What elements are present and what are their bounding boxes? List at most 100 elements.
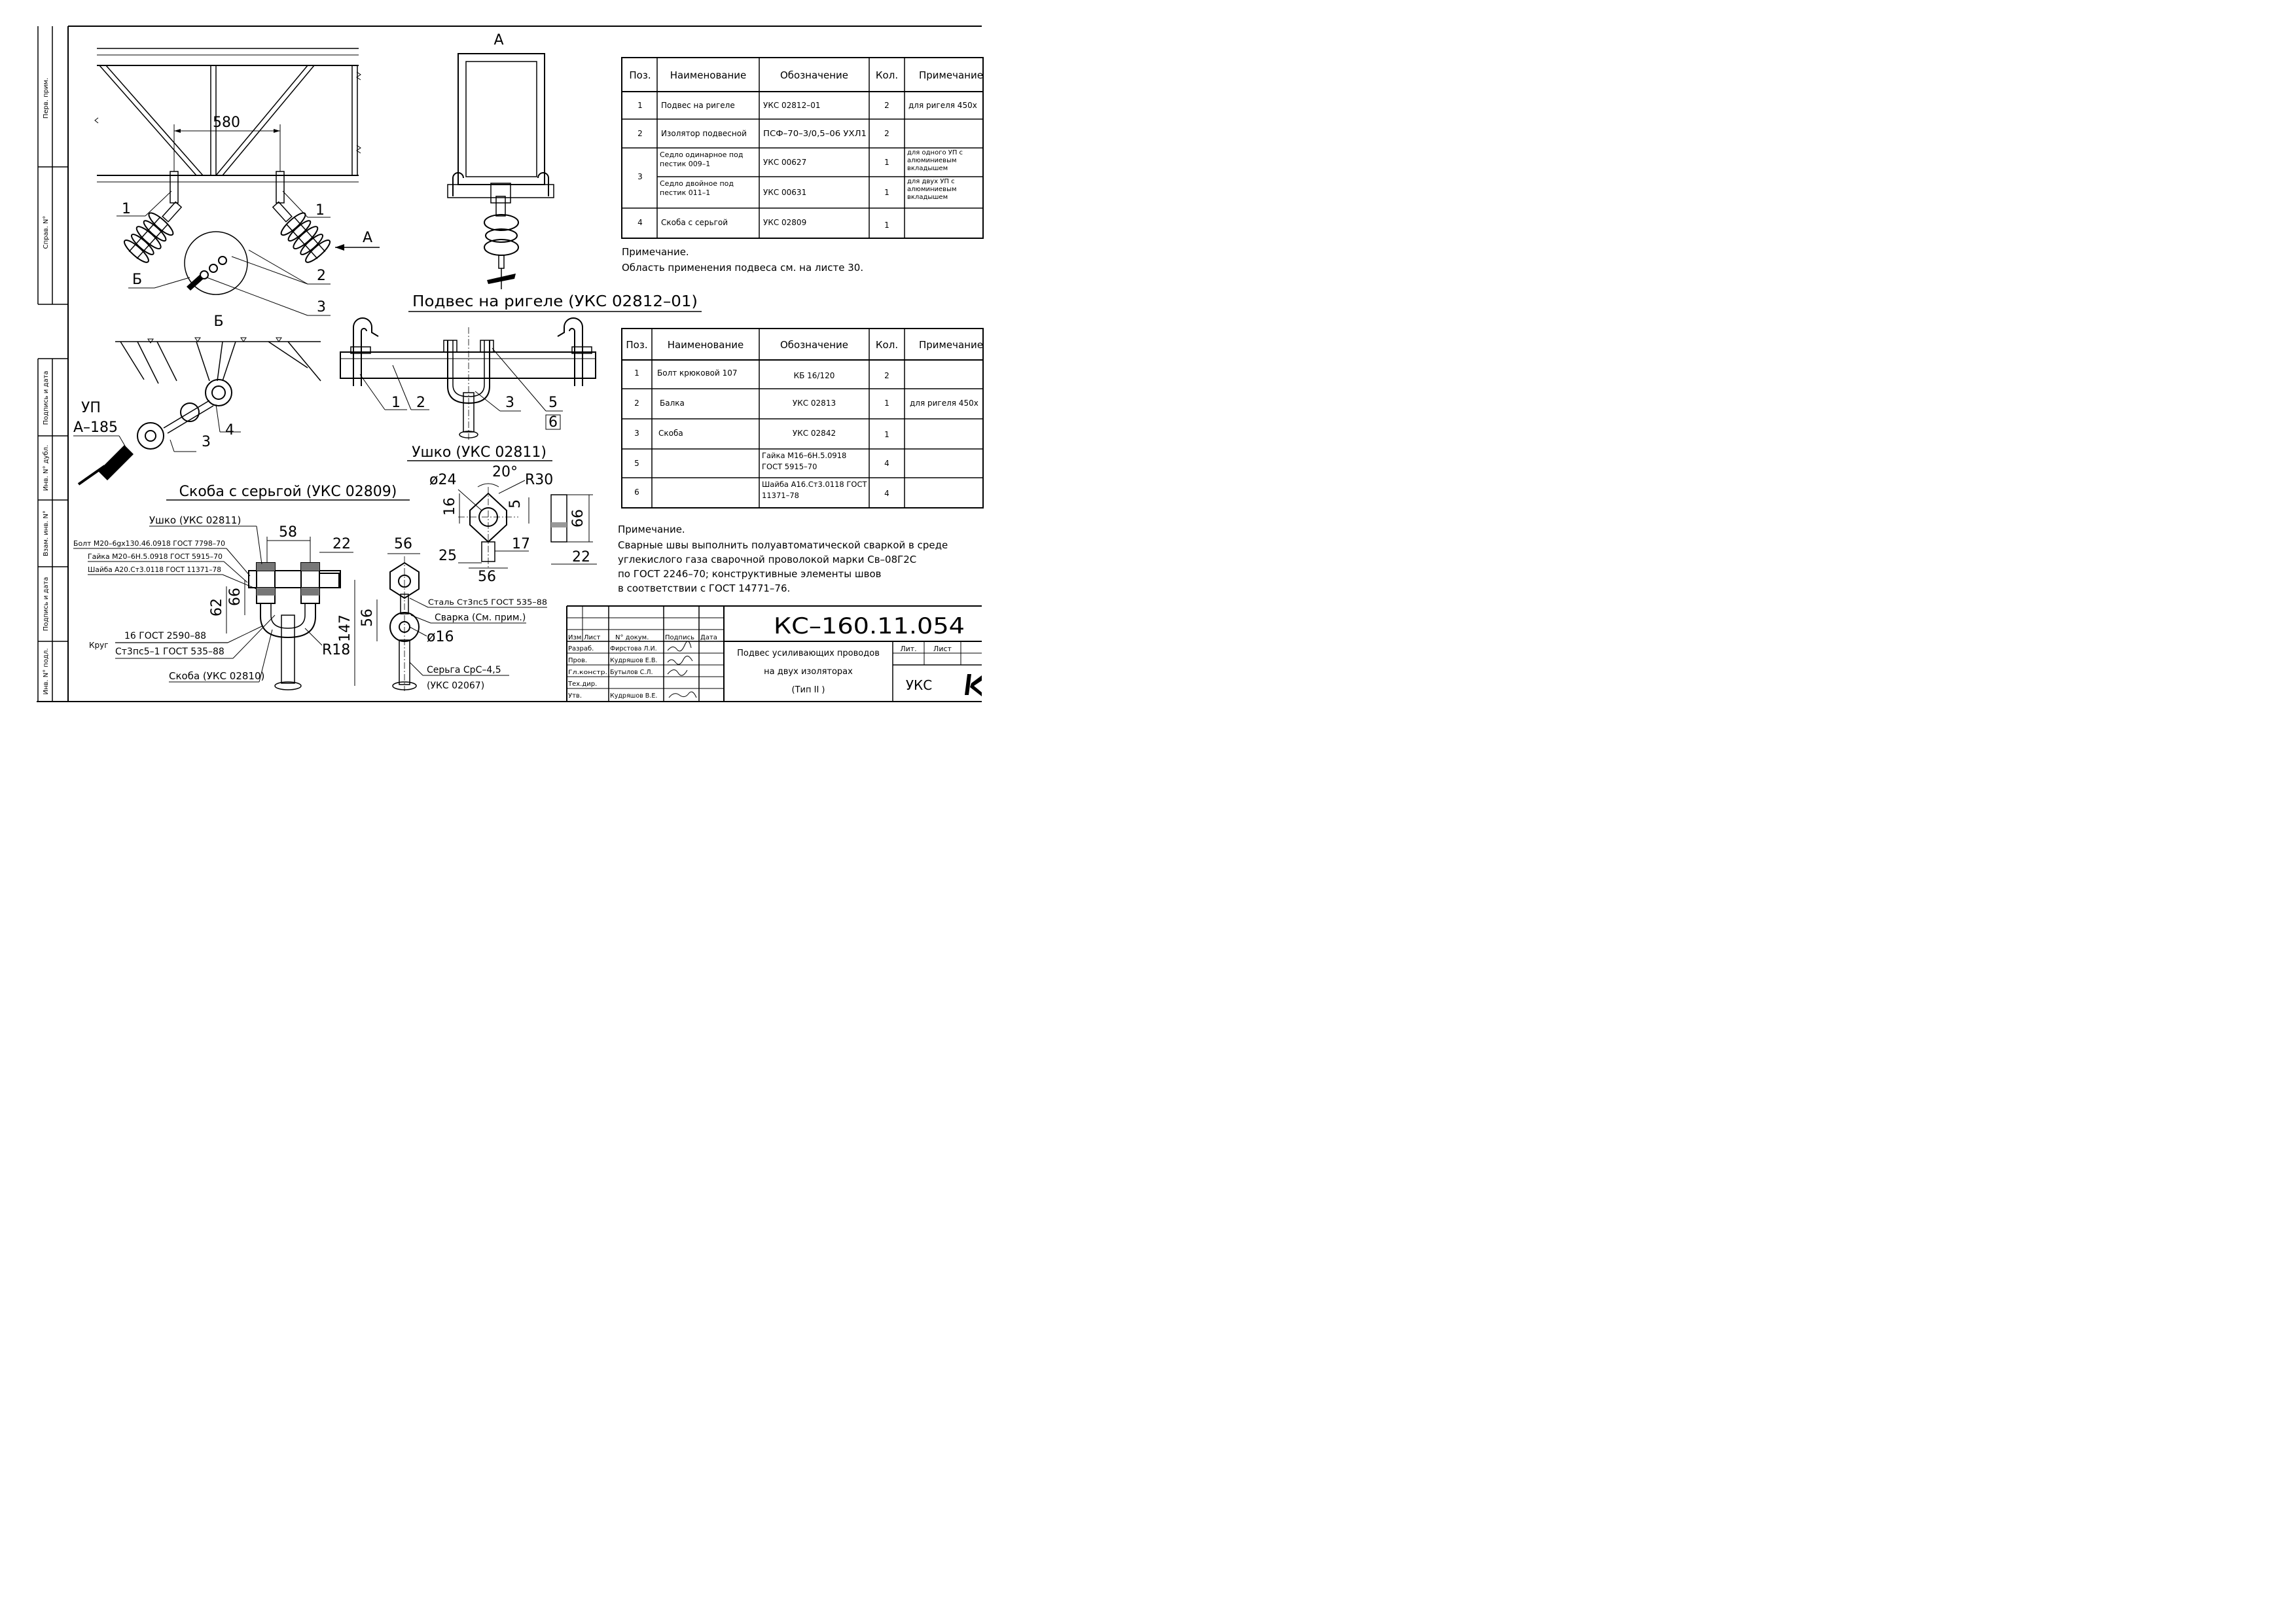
t1-r3-code: УКС 00627: [763, 158, 806, 167]
wire-clamp: [187, 275, 204, 291]
signature-2: [667, 656, 693, 665]
skoba-dim-56-side: 56: [359, 609, 376, 627]
podves-detail: [340, 317, 596, 441]
ushko-dim-d16: 16: [442, 497, 458, 516]
skoba-hatch-2: [301, 563, 319, 571]
tb-person-1: Фирстова Л.И.: [610, 645, 657, 652]
t1-r1-note: для ригеля 450х: [908, 101, 977, 110]
tb-role-3: Гл.констр.: [568, 669, 607, 676]
t2-r3-pos: 3: [634, 429, 639, 438]
note2-line-4: в соответствии с ГОСТ 14771–76.: [618, 582, 790, 594]
t1-r3-note: для одного УП с алюминиевым вкладышем: [907, 149, 963, 172]
t2-r6-code: Шайба А16.Ст3.0118 ГОСТ 11371–78: [762, 480, 867, 500]
doc-name-line-2: на двух изоляторах: [764, 667, 853, 677]
skoba-dim-147: 147: [337, 615, 353, 642]
skoba-hatch-1: [257, 563, 275, 571]
t1-r1-pos: 1: [637, 101, 643, 110]
skoba-hatch-4: [301, 588, 319, 596]
skoba-dim-58: 58: [279, 524, 297, 541]
t1-r4-note: для двух УП с алюминиевым вкладышем: [907, 178, 957, 201]
lit-label: Лит.: [900, 645, 916, 653]
t2-r2-name: Балка: [660, 399, 685, 408]
ushko-title: Ушко (УКС 02811): [412, 444, 547, 461]
detail-b: Б: [77, 313, 321, 486]
tb-role-5: Утв.: [568, 692, 582, 700]
side-stamps: Перв. прим. Справ. N° Подпись и дата Инв…: [43, 78, 50, 695]
ushko-dims: ø24 20° R30 16 5 25 17 56 66 22: [429, 464, 597, 585]
doc-name-line-1: Подвес усиливающих проводов: [737, 649, 880, 658]
t1-header-note: Примечание: [919, 69, 983, 81]
podves-callout-2: 2: [416, 395, 425, 411]
t1-r1-qty: 2: [884, 101, 889, 110]
tb-head-date: Дата: [700, 634, 717, 641]
drawing-frame: [37, 26, 982, 702]
tb-person-3: Бутылов С.Л.: [610, 669, 653, 676]
note2-line-3: по ГОСТ 2246–70; конструктивные элементы…: [618, 568, 882, 580]
t1-r3-note-box: для одного УП с алюминиевым вкладышем: [907, 149, 963, 172]
note1-text: Область применения подвеса см. на листе …: [622, 262, 863, 274]
skoba-ushko-ref: Ушко (УКС 02811): [149, 514, 241, 526]
technical-drawing: Перв. прим. Справ. N° Подпись и дата Инв…: [37, 26, 984, 702]
t2-header-note: Примечание: [919, 339, 983, 351]
ushko-dim-d24: ø24: [429, 472, 456, 488]
skoba-title: Скоба с серьгой (УКС 02809): [179, 484, 397, 500]
skoba-washer: Шайба А20.Ст3.0118 ГОСТ 11371–78: [88, 566, 221, 574]
t1-header-code: Обозначение: [780, 69, 848, 81]
t1-r5-qty: 1: [884, 221, 889, 230]
tb-head-list: Лист: [584, 634, 601, 641]
note2-line-2: углекислого газа сварочной проволокой ма…: [618, 554, 916, 565]
skoba-detail: [248, 556, 420, 691]
ushko-dim-d5: 5: [507, 499, 524, 508]
skoba-dim-22: 22: [332, 536, 351, 552]
sheet-label: Лист: [933, 645, 952, 653]
ushko-dim-r30: R30: [525, 472, 553, 488]
stamp-podpis-1: Подпись и дата: [43, 371, 50, 425]
t2-r2-code: УКС 02813: [793, 399, 836, 408]
t1-r2-pos: 2: [637, 129, 643, 138]
skoba-krug-line1: 16 ГОСТ 2590–88: [124, 631, 206, 641]
main-callouts: 1 1 2 3 Б А: [117, 190, 380, 316]
t2-r5-code: Гайка М16–6Н.5.0918 ГОСТ 5915–70: [762, 451, 847, 471]
note2-title: Примечание.: [618, 524, 685, 535]
view-a: А: [447, 32, 554, 289]
skoba-serga: Серьга СрС–4,5: [427, 665, 501, 675]
podves-callout-5: 5: [548, 395, 558, 411]
title-block: Изм Лист N° докум. Подпись Дата Разраб. …: [566, 605, 982, 702]
ushko-side-hatch: [551, 522, 567, 527]
t2-r6-pos: 6: [634, 488, 639, 497]
skoba-steel: Сталь Ст3пс5 ГОСТ 535–88: [428, 597, 547, 607]
t1-r3-name: Седло одинарное под пестик 009–1: [660, 151, 744, 168]
doc-name-line-3: (Тип II ): [792, 685, 825, 695]
t1-r3-qty: 1: [884, 158, 889, 167]
t2-r2-pos: 2: [634, 399, 639, 408]
t1-header-name: Наименование: [670, 69, 747, 81]
skoba-ref: Скоба (УКС 02810): [169, 670, 264, 682]
podves-callout-1: 1: [391, 395, 401, 411]
t2-header-pos: Поз.: [626, 339, 647, 351]
t2-header-qty: Кол.: [876, 339, 898, 351]
t1-r2-code: ПСФ–70–3/0,5–06 УХЛ1: [763, 129, 867, 138]
t1-r4-name-box: Седло двойное под пестик 011–1: [660, 179, 734, 197]
t1-r4-name: Седло двойное под пестик 011–1: [660, 179, 734, 197]
skoba-serga-code: (УКС 02067): [427, 681, 484, 691]
callout-2: 2: [317, 268, 326, 284]
note2: Примечание. Сварные швы выполнить полуав…: [618, 524, 948, 594]
t1-r3-pos: 3: [637, 172, 643, 181]
tb-person-2: Кудряшов Е.В.: [610, 657, 657, 664]
skoba-dim-56-top: 56: [394, 536, 412, 552]
view-a-label: А: [493, 32, 503, 48]
ushko-dim-d17: 17: [512, 536, 530, 552]
skoba-dims: 58 22 66 62 147 R18 56 56 ø16: [209, 524, 454, 686]
callout-3: 3: [317, 299, 326, 315]
tb-role-4: Тех.дир.: [567, 681, 597, 688]
ushko-detail: [458, 487, 567, 568]
skoba-dim-d16: ø16: [427, 629, 454, 645]
t2-r3-qty: 1: [884, 430, 889, 439]
label-b-main: Б: [132, 272, 142, 288]
signature-5: [668, 691, 697, 698]
stamp-inv-podl: Инв. N° подл.: [43, 648, 50, 694]
t2-header-code: Обозначение: [780, 339, 848, 351]
podves-callout-6: 6: [548, 414, 558, 431]
skoba-nut: Гайка М20–6Н.5.0918 ГОСТ 5915–70: [88, 553, 223, 561]
stamp-perv-prim: Перв. прим.: [43, 78, 50, 118]
